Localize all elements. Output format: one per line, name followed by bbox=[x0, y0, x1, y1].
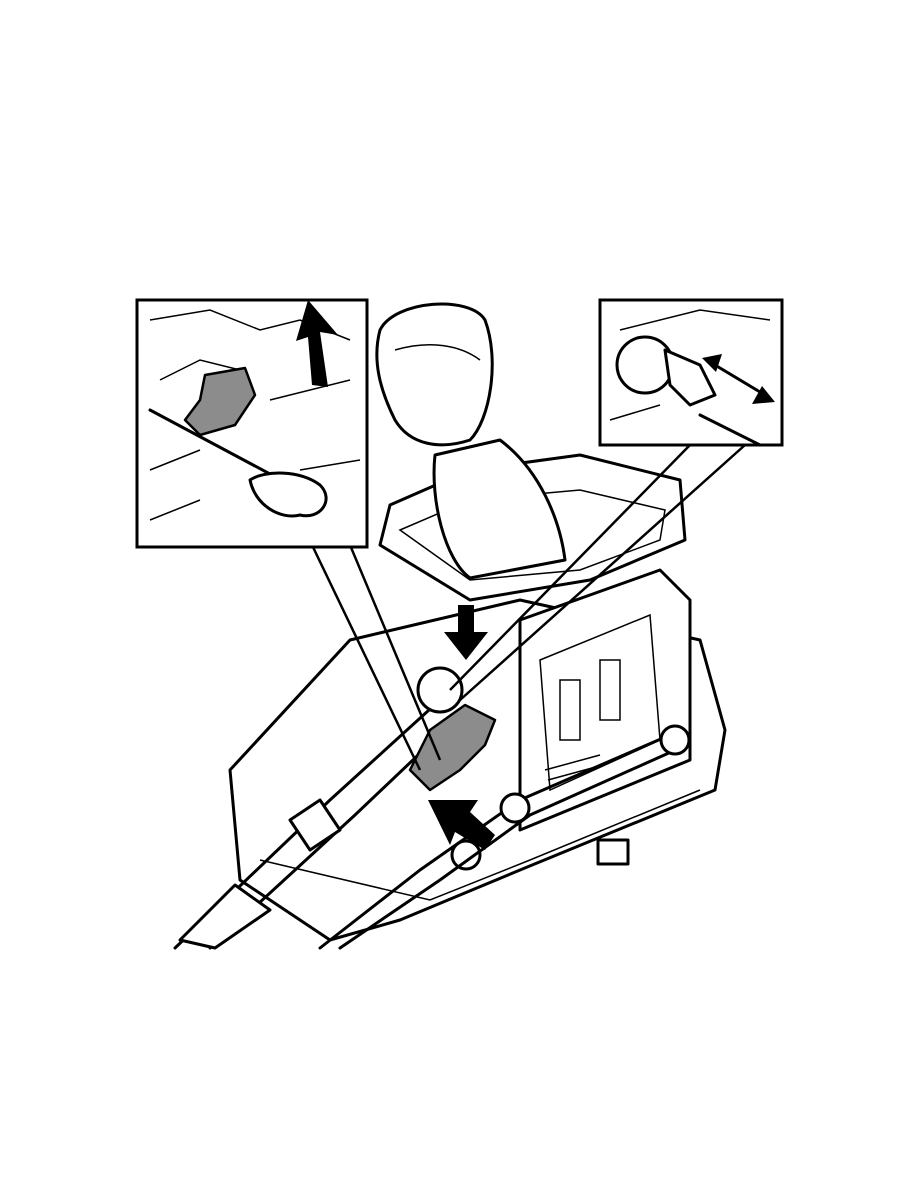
leader-line-left bbox=[310, 544, 442, 771]
detail-inset-clip-release bbox=[135, 298, 369, 549]
arrow-up-icon bbox=[296, 300, 338, 387]
leader-line-right bbox=[449, 444, 746, 701]
arrow-down-icon bbox=[444, 605, 488, 660]
selector-housing bbox=[228, 568, 727, 942]
arrow-double-diagonal-icon bbox=[702, 354, 775, 404]
clip-highlight-detail bbox=[183, 366, 257, 437]
hand-detail bbox=[248, 471, 328, 518]
cable-clip-highlight bbox=[408, 703, 497, 792]
arrow-diagonal-push-icon bbox=[428, 800, 495, 850]
gear-knob bbox=[375, 302, 567, 580]
detail-inset-cable-end bbox=[598, 298, 784, 447]
